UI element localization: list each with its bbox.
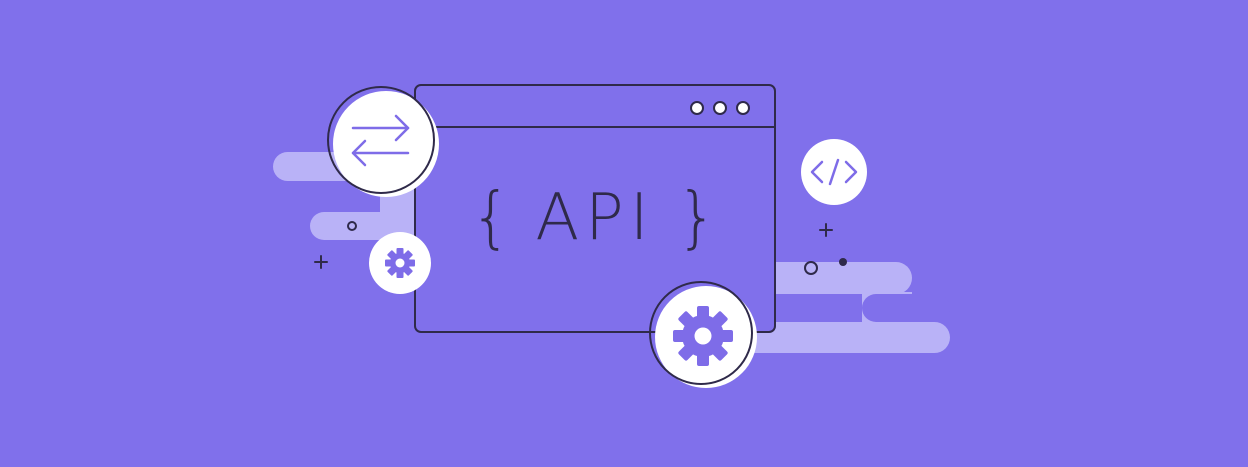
api-heading: { API } bbox=[415, 176, 775, 260]
browser-window bbox=[414, 84, 776, 333]
window-dots-icon bbox=[690, 101, 750, 115]
decorations bbox=[314, 221, 847, 275]
large-gear-badge bbox=[649, 281, 757, 388]
code-badge bbox=[801, 139, 867, 205]
plus-sign-icon bbox=[314, 255, 328, 269]
close-brace: } bbox=[676, 179, 720, 257]
ring-icon bbox=[804, 261, 818, 275]
right-cloud bbox=[740, 262, 950, 353]
dot-icon bbox=[839, 258, 847, 266]
code-tag-icon bbox=[810, 158, 858, 186]
transfer-badge bbox=[327, 86, 439, 197]
ring-icon bbox=[347, 221, 357, 231]
transfer-arrows-icon bbox=[351, 114, 410, 167]
small-gear-icon bbox=[385, 248, 415, 278]
plus-sign-icon bbox=[819, 223, 833, 237]
large-gear-icon bbox=[673, 306, 733, 366]
open-brace: { bbox=[470, 179, 514, 257]
api-title: API bbox=[535, 181, 655, 255]
small-gear-badge bbox=[369, 232, 431, 294]
